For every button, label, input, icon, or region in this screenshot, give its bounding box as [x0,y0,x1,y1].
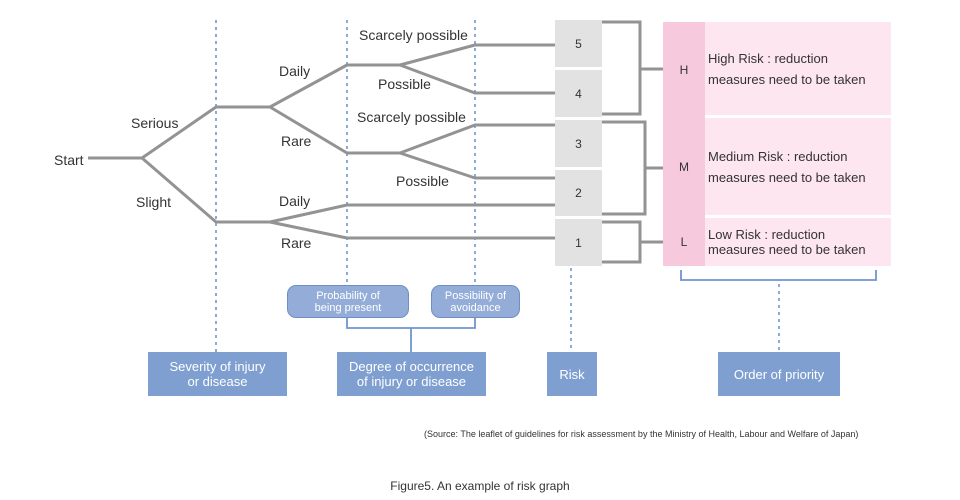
bracket-subs [346,318,476,329]
priority-medium-text: Medium Risk : reduction measures need to… [705,118,891,215]
bracket-medium [602,120,647,216]
priority-low-line2: measures need to be taken [708,242,866,257]
risk-brackets [602,20,663,264]
risk-level-label: 4 [575,86,582,101]
severity-line1: Severity of injury [169,359,266,374]
priority-category-box: Order of priority [718,352,840,396]
blue-brackets [346,270,877,352]
daily-bottom-label: Daily [279,193,310,209]
leaf-2 [399,151,555,180]
bracket-low [602,220,642,264]
priority-high-line2: measures need to be taken [708,71,866,87]
priority-medium-line2: measures need to be taken [708,169,866,185]
tree-lines [88,43,555,240]
priority-high-line1: High Risk : reduction [708,50,828,66]
severity-line2: or disease [187,374,248,389]
occurrence-line1: Degree of occurrence [348,359,474,374]
possibility-of-avoidance-label: Possibility of avoidance [431,285,520,318]
risk-box-3: 3 [555,120,602,167]
start-label: Start [54,152,84,168]
rare-bottom-label: Rare [281,235,312,251]
serious-label: Serious [131,115,178,131]
possibility-line2: avoidance [450,301,501,314]
branch-rare-top [269,105,400,155]
risk-box-5: 5 [555,20,602,67]
leaf-4 [399,63,555,95]
occurrence-category-box: Degree of occurrence of injury or diseas… [337,352,486,396]
branch-daily-top [269,63,400,109]
risk-level-label: 3 [575,136,582,151]
risk-category-box: Risk [547,352,597,396]
severity-category-box: Severity of injury or disease [148,352,287,396]
priority-low-line1: Low Risk : reduction [708,227,826,242]
priority-medium-line1: Medium Risk : reduction [708,148,848,164]
priority-high-text: High Risk : reduction measures need to b… [705,22,891,115]
branch-daily-bottom [269,203,555,224]
tree-labels: Start Serious Slight Daily Rare Daily Ra… [54,27,468,251]
leaf-5 [399,43,555,67]
source-note: (Source: The leaflet of guidelines for r… [424,429,859,439]
priority-letter-medium: M [679,160,689,174]
scarcely-top-label: Scarcely possible [359,27,468,43]
risk-level-label: 2 [575,186,582,200]
risk-box-2: 2 [555,170,602,216]
branch-slight [141,156,270,224]
risk-level-label: 1 [575,235,582,250]
bracket-priority [680,270,877,281]
possible-mid-label: Possible [396,173,449,189]
priority-letter-low: L [680,235,688,249]
rare-top-label: Rare [281,133,312,149]
probability-line1: Probability of [316,289,380,302]
branch-rare-bottom [269,220,555,240]
figure-caption: Figure5. An example of risk graph [390,479,570,493]
priority-letter-high: H [679,63,689,77]
risk-level-label: 5 [575,36,582,51]
leaf-3 [399,123,555,155]
occurrence-line2: of injury or disease [356,374,467,389]
branch-serious [141,105,270,160]
risk-box-1: 1 [555,219,602,266]
possible-top-label: Possible [378,76,431,92]
probability-of-being-present-label: Probability of being present [287,285,409,318]
priority-low-text: Low Risk : reduction measures need to be… [705,218,891,266]
slight-label: Slight [136,194,171,210]
daily-top-label: Daily [279,63,310,79]
bracket-high [602,20,642,116]
probability-line2: being present [314,301,382,314]
priority-letter-column [663,22,705,266]
possibility-line1: Possibility of [444,289,507,302]
risk-box-4: 4 [555,70,602,117]
scarcely-mid-label: Scarcely possible [357,109,466,125]
